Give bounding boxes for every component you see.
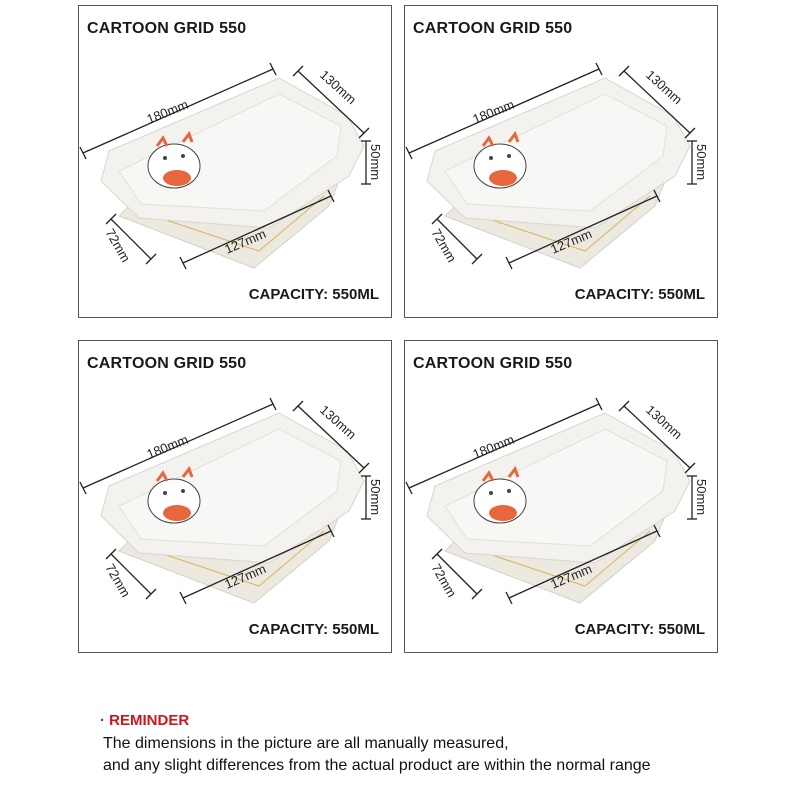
dim-height: 50mm (694, 144, 709, 180)
dim-width: 130mm (317, 402, 359, 442)
panel-title: CARTOON GRID 550 (413, 355, 573, 372)
dimension-lines (79, 397, 371, 605)
dim-height: 50mm (368, 144, 383, 180)
capacity-label: CAPACITY: 550ML (248, 286, 379, 303)
food-container (426, 412, 691, 604)
product-panel-cat: 180mm 130mm 50mm 72mm 127mm CARTOON GRID… (78, 340, 392, 653)
container-illustration: 180mm 130mm 50mm 72mm 127mm (405, 397, 709, 605)
dim-bottom-width: 72mm (102, 561, 133, 600)
reminder-line-2: and any slight differences from the actu… (103, 757, 651, 774)
cartoon-cow-icon (473, 130, 527, 189)
capacity-label: CAPACITY: 550ML (574, 621, 705, 638)
dim-height: 50mm (694, 479, 709, 515)
product-panel-dinosaur: 180mm 130mm 50mm 72mm 127mm CARTOON GRID… (78, 5, 392, 318)
capacity-label: CAPACITY: 550ML (248, 621, 379, 638)
product-panel-cow: 180mm 130mm 50mm 72mm 127mm CARTOON GRID… (404, 5, 718, 318)
cartoon-dinosaur-icon (147, 130, 201, 189)
container-illustration: 180mm 130mm 50mm 72mm 127mm (405, 62, 709, 270)
dim-width: 130mm (643, 67, 685, 107)
dimension-lines (79, 62, 371, 270)
dim-bottom-width: 72mm (428, 561, 459, 600)
dim-height: 50mm (368, 479, 383, 515)
dim-width: 130mm (317, 67, 359, 107)
dim-bottom-width: 72mm (428, 226, 459, 265)
dim-bottom-width: 72mm (102, 226, 133, 265)
dimension-lines (405, 62, 697, 270)
product-panel-dog: 180mm 130mm 50mm 72mm 127mm CARTOON GRID… (404, 340, 718, 653)
panel-title: CARTOON GRID 550 (413, 20, 573, 37)
reminder-line-1: The dimensions in the picture are all ma… (103, 735, 509, 752)
container-illustration: 180mm 130mm 50mm 72mm 127mm (79, 397, 383, 605)
dimension-lines (405, 397, 697, 605)
cartoon-dog-icon (473, 465, 527, 524)
container-illustration: 180mm 130mm 50mm 72mm 127mm (79, 62, 383, 270)
cartoon-cat-icon (147, 465, 201, 524)
reminder-title: · REMINDER (100, 712, 190, 729)
panel-title: CARTOON GRID 550 (87, 20, 247, 37)
dim-width: 130mm (643, 402, 685, 442)
panel-title: CARTOON GRID 550 (87, 355, 247, 372)
capacity-label: CAPACITY: 550ML (574, 286, 705, 303)
